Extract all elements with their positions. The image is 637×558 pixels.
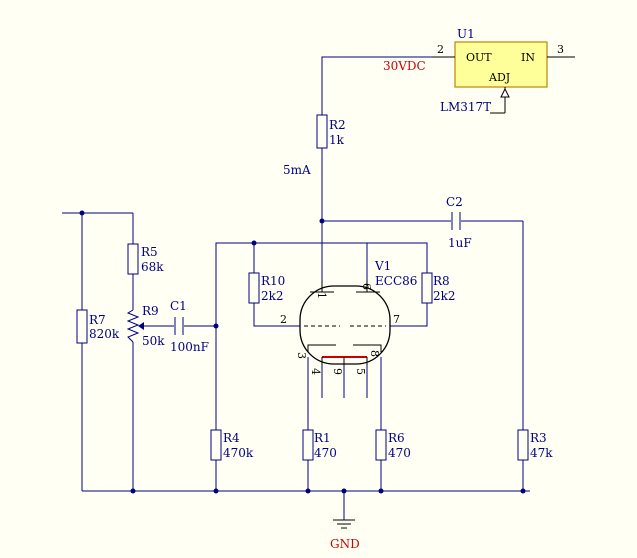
resistor-r1[interactable]: R1 470: [302, 429, 337, 461]
r8-ref: R8: [433, 274, 450, 288]
pin-3-label: 3: [295, 352, 308, 359]
wires: [62, 56, 530, 520]
resistor-r7[interactable]: R7 820k: [76, 309, 120, 344]
capacitor-c2[interactable]: C2 1uF: [446, 195, 472, 250]
potentiometer-r9[interactable]: R9 50k: [126, 304, 165, 348]
c1-ref: C1: [170, 299, 187, 313]
r5-value: 68k: [141, 260, 164, 274]
resistor-r10[interactable]: R10 2k2: [248, 272, 285, 304]
r1-ref: R1: [314, 431, 331, 445]
junctions: [79, 210, 526, 494]
pin-4-label: 4: [309, 368, 322, 375]
r3-ref: R3: [530, 431, 547, 445]
u1-part: LM317T: [440, 100, 491, 114]
r4-ref: R4: [223, 431, 240, 445]
u1-ref: U1: [457, 27, 475, 41]
r9-ref: R9: [142, 304, 159, 318]
resistor-r8[interactable]: R8 2k2: [421, 272, 456, 304]
ground-symbol: GND: [330, 519, 360, 551]
r8-value: 2k2: [433, 289, 456, 303]
tube-v1[interactable]: V1 ECC86 1 6 2 7 3 8 4 9 5: [280, 259, 417, 375]
pin-2-label: 2: [280, 313, 287, 326]
r9-value: 50k: [142, 334, 165, 348]
c2-value: 1uF: [448, 236, 472, 250]
resistor-r5[interactable]: R5 68k: [127, 243, 164, 275]
r2-ref: R2: [329, 118, 346, 132]
net-label-ground: GND: [330, 537, 360, 551]
resistor-r6[interactable]: R6 470: [375, 429, 411, 461]
u1-in-pin-name: IN: [521, 51, 535, 64]
v1-ref: V1: [374, 259, 391, 273]
resistor-r4[interactable]: R4 470k: [210, 429, 254, 461]
u1-out-pin-name: OUT: [466, 51, 492, 64]
r2-value: 1k: [329, 133, 345, 147]
r4-value: 470k: [223, 446, 254, 460]
u1-out-pin-num: 2: [437, 43, 444, 56]
pin-6-label: 6: [360, 283, 373, 290]
r1-value: 470: [314, 446, 337, 460]
c1-value: 100nF: [170, 340, 209, 354]
u1-adj-pin-name: ADJ: [488, 71, 510, 84]
r6-ref: R6: [388, 431, 405, 445]
r3-value: 47k: [530, 446, 553, 460]
v1-part: ECC86: [375, 274, 417, 288]
pin-9-label: 9: [331, 368, 344, 375]
r7-ref: R7: [89, 313, 106, 327]
c2-ref: C2: [446, 195, 463, 209]
r7-value: 820k: [89, 327, 120, 341]
net-label-supply: 30VDC: [383, 59, 426, 73]
pin-5-label: 5: [354, 368, 367, 375]
r5-ref: R5: [141, 245, 158, 259]
pin-7-label: 7: [393, 313, 400, 326]
r6-value: 470: [388, 446, 411, 460]
r10-ref: R10: [261, 274, 285, 288]
current-annotation: 5mA: [283, 163, 311, 177]
capacitor-c1[interactable]: C1 100nF: [170, 299, 209, 354]
u1-in-pin-num: 3: [557, 43, 564, 56]
u1-regulator[interactable]: U1 OUT IN ADJ 2 3 LM317T: [432, 27, 575, 114]
resistor-r3[interactable]: R3 47k: [517, 429, 553, 461]
resistor-r2[interactable]: R2 1k: [316, 114, 346, 149]
r10-value: 2k2: [261, 289, 284, 303]
pin-8-label: 8: [368, 350, 381, 357]
pin-1-label: 1: [315, 292, 328, 299]
